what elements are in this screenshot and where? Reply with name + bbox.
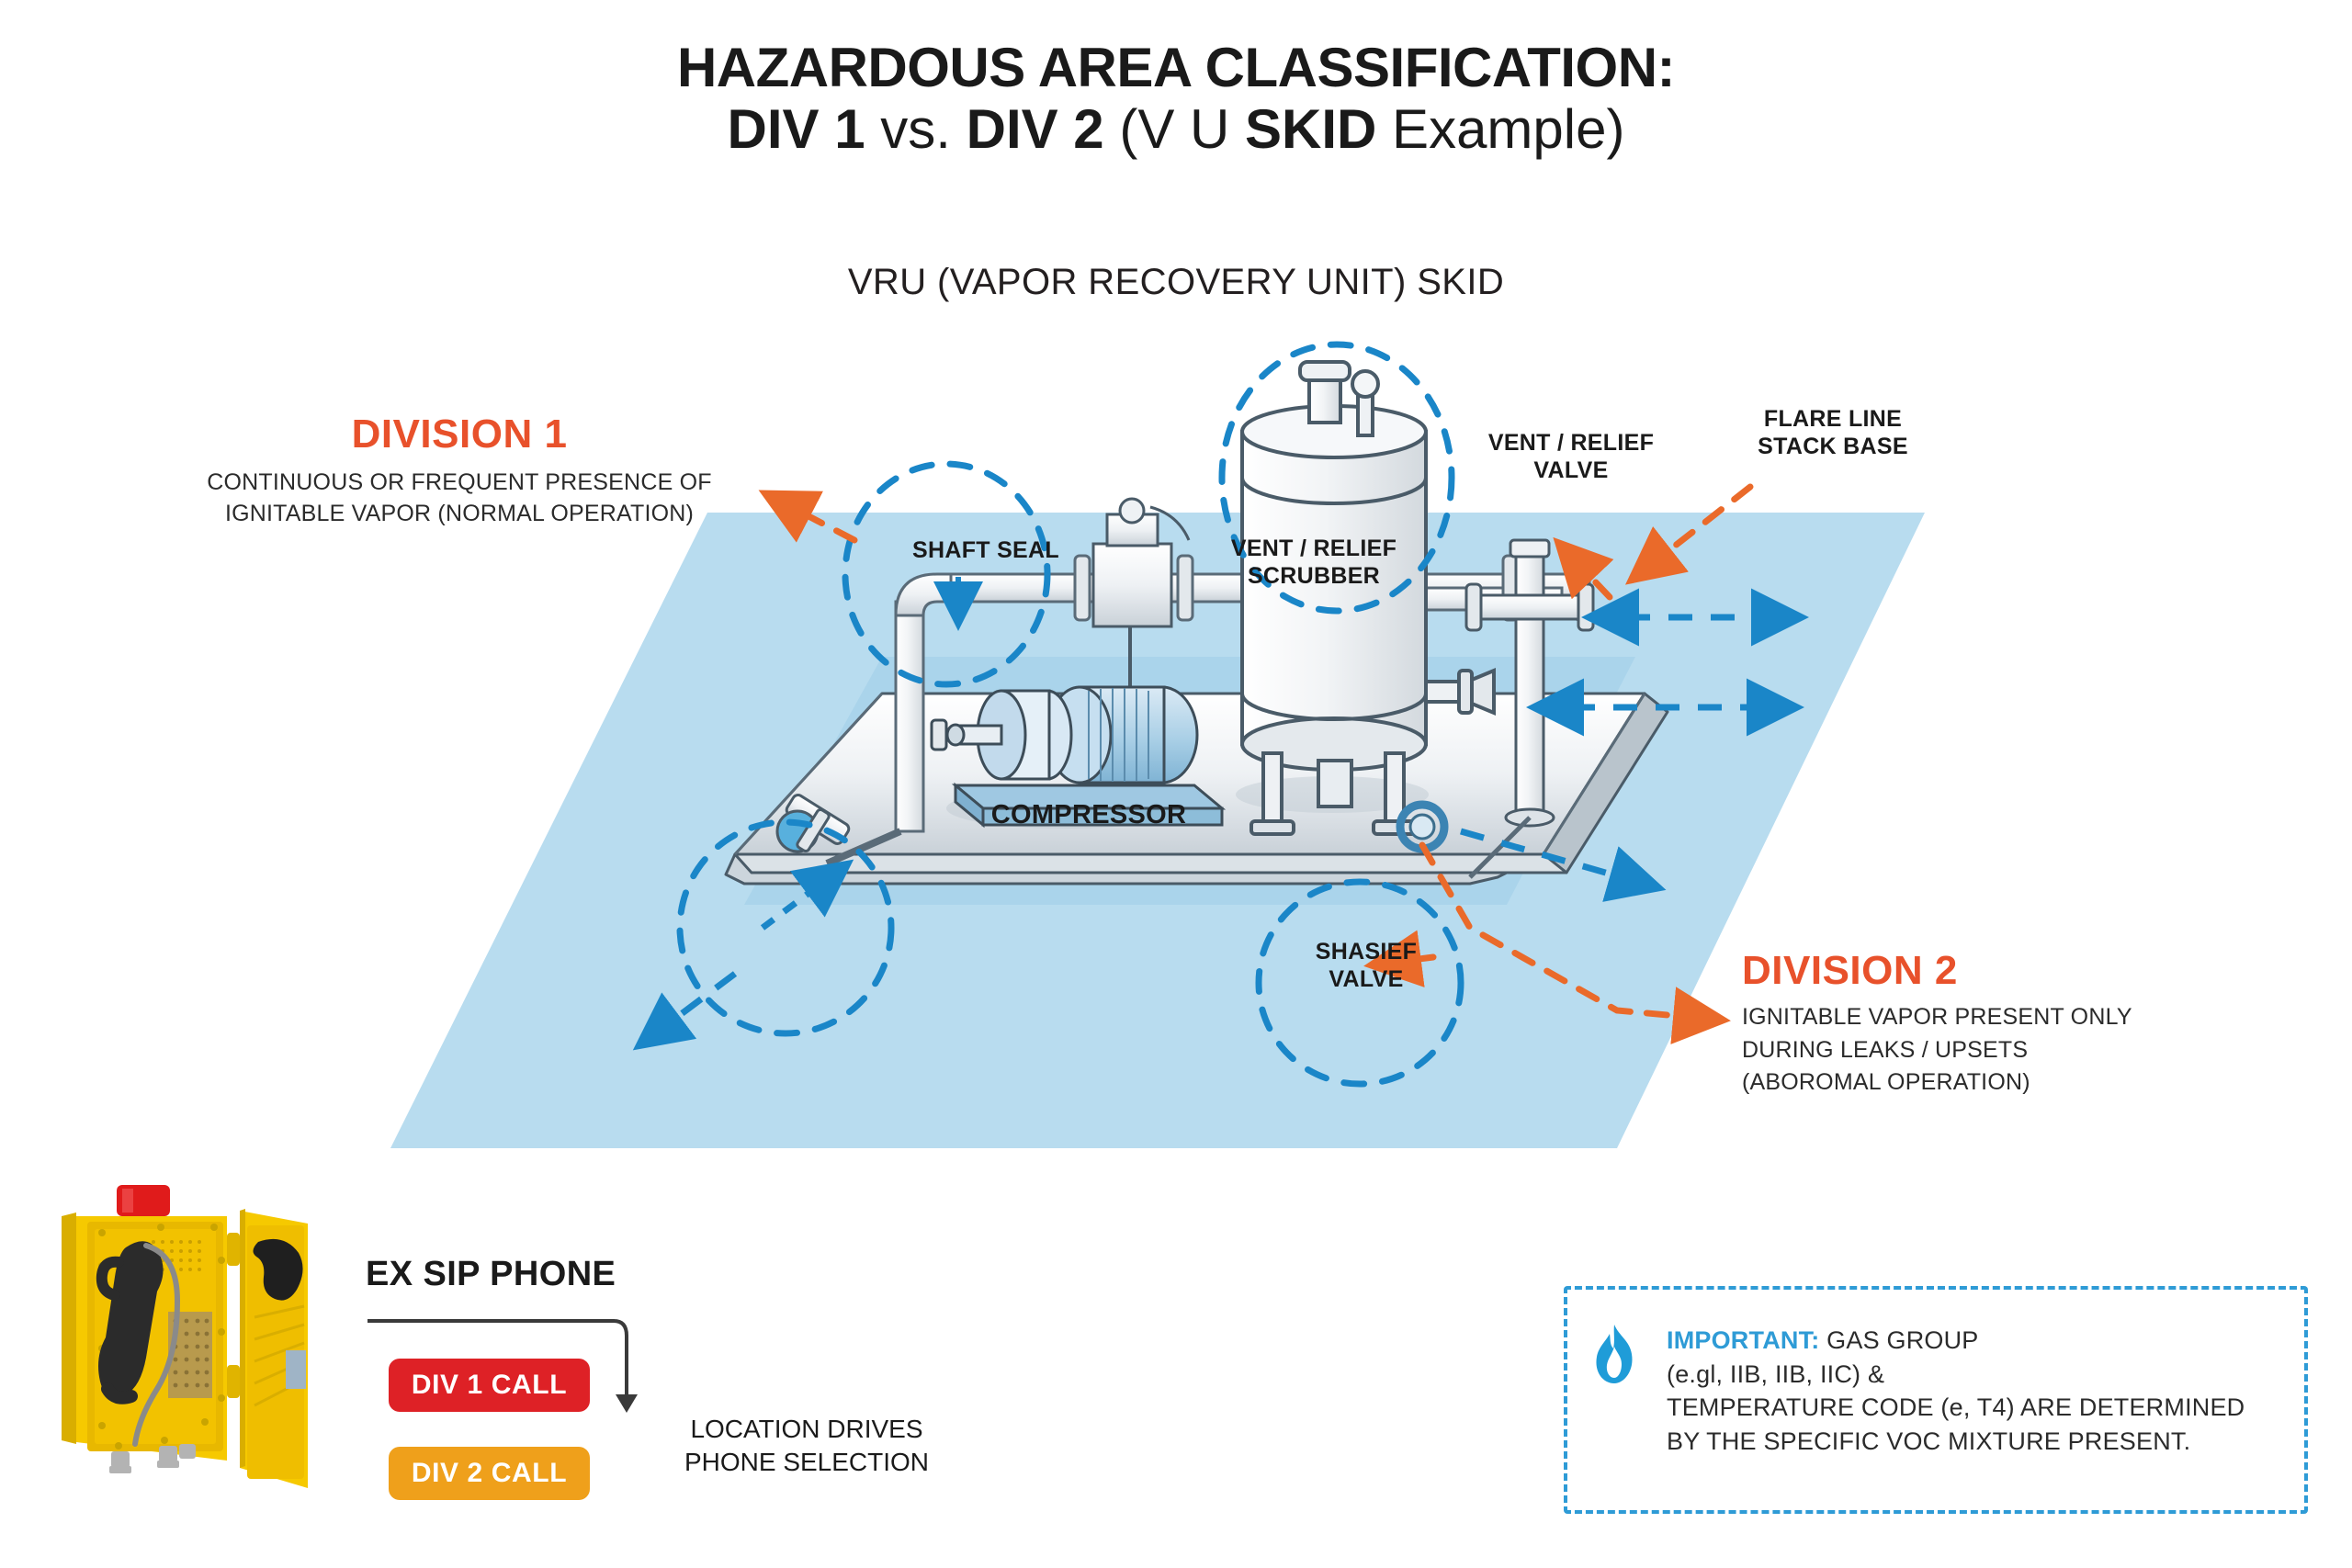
subtitle: VRU (VAPOR RECOVERY UNIT) SKID	[847, 262, 1505, 302]
title-skid: SKID	[1245, 98, 1377, 161]
hinge-icon	[227, 1233, 240, 1398]
title-line-2: DIV 1 vs. DIV 2 (V U SKID Example)	[0, 98, 2352, 160]
division-2-description: IGNITABLE VAPOR PRESENT ONLY DURING LEAK…	[1742, 1001, 2330, 1100]
division-2-desc-line-1: IGNITABLE VAPOR PRESENT ONLY	[1742, 1004, 2132, 1030]
label-vent-relief-scrubber: VENT / RELIEF SCRUBBER	[1213, 536, 1415, 590]
page-title: HAZARDOUS AREA CLASSIFICATION: DIV 1 vs.…	[0, 37, 2352, 160]
title-vs: vs.	[865, 98, 967, 161]
vent-relief-scrubber	[1240, 360, 1496, 836]
flare-leader	[1624, 483, 1754, 585]
title-div2: DIV 2	[966, 98, 1104, 161]
label-scrubber-line-1: VENT / RELIEF	[1230, 536, 1397, 561]
label-vent-relief-valve: VENT / RELIEF VALVE	[1470, 430, 1672, 484]
phone-door	[240, 1209, 308, 1488]
division-1-desc-line-2: IGNITABLE VAPOR (NORMAL OPERATION)	[224, 501, 695, 526]
title-line-1: HAZARDOUS AREA CLASSIFICATION:	[676, 37, 1676, 98]
division-2-desc-line-3: (ABOROMAL OPERATION)	[1742, 1069, 2030, 1095]
vent-valve-leader	[1553, 536, 1614, 601]
handset-icon	[96, 1241, 164, 1404]
phone-selection-connector	[368, 1319, 638, 1413]
important-line-1-rest: GAS GROUP	[1819, 1326, 1979, 1354]
important-callout-box	[1564, 1286, 2308, 1514]
label-flare-line-stack-base: FLARE LINE STACK BASE	[1727, 406, 1939, 460]
division-1-title: DIVISION 1	[351, 412, 568, 457]
flame-icon	[1596, 1325, 1633, 1383]
label-vent-valve-line-2: VALVE	[1533, 457, 1609, 483]
important-text: IMPORTANT: GAS GROUP (e.gl, IIB, IIB, II…	[1667, 1324, 2291, 1459]
shasief-valve	[1396, 800, 1449, 853]
important-keyword: IMPORTANT:	[1667, 1326, 1820, 1354]
beacon-icon	[117, 1185, 170, 1216]
important-line-2: (e.gl, IIB, IIB, IIC) &	[1667, 1359, 1885, 1388]
division-1-block: DIVISION 1 CONTINUOUS OR FREQUENT PRESEN…	[165, 412, 753, 529]
title-div1: DIV 1	[727, 98, 865, 161]
title-example: Example)	[1376, 98, 1625, 161]
div-1-call-button[interactable]: DIV 1 CALL	[389, 1359, 590, 1412]
label-vent-valve-line-1: VENT / RELIEF	[1487, 430, 1655, 456]
title-paren-open: (V U	[1103, 98, 1246, 161]
ex-sip-phone-heading: EX SIP PHONE	[366, 1255, 616, 1293]
div1-leader	[758, 490, 858, 544]
flare-line-stack	[1464, 538, 1595, 879]
suction-line-valve	[775, 794, 902, 867]
division-2-title: DIVISION 2	[1742, 948, 1958, 993]
bubble-shaft-seal	[842, 460, 1051, 688]
div2-leader	[1419, 841, 1731, 1044]
label-flare-line-1: FLARE LINE	[1763, 406, 1903, 432]
label-flare-line-2: STACK BASE	[1758, 433, 1908, 459]
division-1-desc-line-1: CONTINUOUS OR FREQUENT PRESENCE OF	[207, 469, 712, 495]
division-1-description: CONTINUOUS OR FREQUENT PRESENCE OF IGNIT…	[165, 467, 753, 529]
phone-note-line-2: PHONE SELECTION	[684, 1448, 930, 1477]
cable-gland-icon	[109, 1444, 196, 1473]
division-2-block: DIVISION 2 IGNITABLE VAPOR PRESENT ONLY …	[1742, 948, 2330, 1100]
phone-note-line-1: LOCATION DRIVES	[690, 1415, 923, 1443]
label-shaft-seal: SHAFT SEAL	[912, 537, 1059, 563]
div-2-call-button[interactable]: DIV 2 CALL	[389, 1447, 590, 1500]
important-line-3: TEMPERATURE CODE (e, T4) ARE DETERMINED	[1667, 1393, 2245, 1422]
division-2-desc-line-2: DURING LEAKS / UPSETS	[1742, 1036, 2029, 1063]
label-shasief-valve: SHASIEF VALVE	[1270, 939, 1463, 993]
important-line-1: IMPORTANT: GAS GROUP	[1667, 1324, 2291, 1358]
label-shasief-line-1: SHASIEF	[1315, 939, 1418, 964]
label-shasief-line-2: VALVE	[1329, 965, 1404, 992]
phone-selection-note: LOCATION DRIVES PHONE SELECTION	[660, 1413, 954, 1480]
label-compressor: COMPRESSOR	[990, 800, 1187, 829]
ex-sip-phone-image	[62, 1185, 308, 1488]
bubble-suction-valve	[676, 818, 895, 1037]
important-line-4: BY THE SPECIFIC VOC MIXTURE PRESENT.	[1667, 1427, 2191, 1456]
skid-base	[724, 692, 1669, 886]
label-scrubber-line-2: SCRUBBER	[1247, 562, 1381, 589]
